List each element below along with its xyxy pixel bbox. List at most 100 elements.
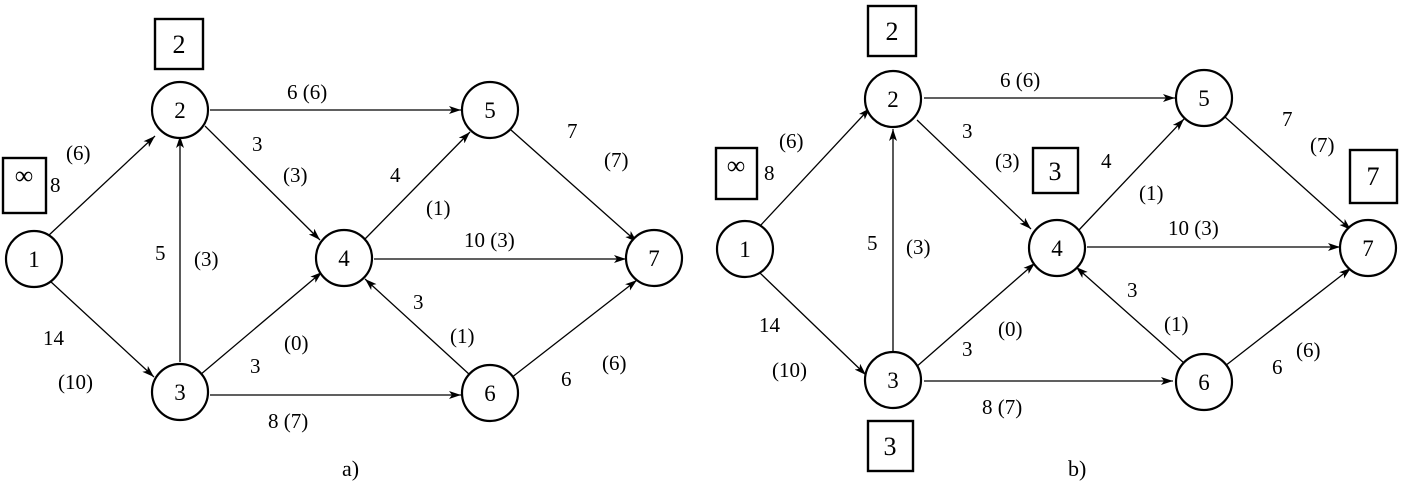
node-a-6: 6 [460, 363, 520, 423]
node-b-7-label: 7 [1362, 236, 1374, 261]
edge-b-3-4 [914, 262, 1036, 369]
node-b-1: 1 [715, 219, 775, 279]
edge-b-2-4-flow: (3) [995, 149, 1020, 173]
diagram-b: 8 (6) 14 (10) 5 (3) 6 (6) 3 (3) 3 (0) 8 … [714, 4, 1399, 481]
edge-b-5-7-capacity: 7 [1282, 107, 1293, 131]
edge-a-2-5-label: 6 (6) [287, 80, 327, 104]
edge-b-3-4-flow: (0) [998, 317, 1023, 341]
node-b-2-label: 2 [887, 87, 899, 112]
edge-a-5-7 [510, 129, 638, 243]
node-b-6-label: 6 [1198, 370, 1210, 395]
node-a-3: 3 [150, 362, 210, 422]
edge-b-6-4-flow: (1) [1164, 312, 1189, 336]
edge-b-3-2-flow: (3) [906, 235, 931, 259]
edge-b-1-2-capacity: 8 [764, 161, 775, 185]
caption-b: b) [1068, 456, 1086, 481]
node-b-4: 4 [1027, 218, 1087, 278]
edge-b-6-7-flow: (6) [1296, 338, 1321, 362]
edge-b-4-5 [1077, 118, 1185, 232]
caption-a: a) [342, 456, 359, 481]
diagram-a: 8 (6) 14 (10) 5 (3) 6 (6) 3 (3) 3 (0) 8 … [1, 17, 684, 481]
node-a-5: 5 [460, 80, 520, 140]
edge-b-3-6-label: 8 (7) [982, 395, 1022, 419]
edge-a-3-4 [199, 271, 323, 376]
node-b-5-label: 5 [1198, 86, 1210, 111]
edge-b-1-3-capacity: 14 [759, 313, 781, 337]
edge-b-5-7 [1224, 116, 1352, 231]
node-b-3: 3 [863, 350, 923, 410]
node-a-1: 1 [4, 229, 64, 289]
node-b-4-label: 4 [1051, 236, 1063, 261]
edge-a-4-7-label: 10 (3) [464, 228, 515, 252]
node-a-5-label: 5 [484, 98, 496, 123]
node-a-1-label: 1 [28, 247, 40, 272]
edge-a-1-3 [49, 280, 155, 378]
node-a-3-label: 3 [174, 380, 186, 405]
node-b-2: 2 [863, 69, 923, 129]
edge-a-2-4 [204, 125, 321, 241]
edge-a-2-4-capacity: 3 [252, 132, 263, 156]
box-b-node-2-label: 2 [886, 17, 899, 46]
node-a-7: 7 [624, 228, 684, 288]
edge-b-1-2 [759, 107, 871, 227]
edge-b-4-5-capacity: 4 [1101, 149, 1112, 173]
edge-a-1-3-capacity: 14 [43, 326, 65, 350]
box-b-node-2: 2 [866, 4, 918, 58]
edge-b-6-7 [1224, 267, 1352, 367]
node-a-7-label: 7 [648, 246, 660, 271]
edge-b-4-7-label: 10 (3) [1168, 216, 1219, 240]
node-a-6-label: 6 [484, 381, 496, 406]
node-a-2-label: 2 [174, 98, 186, 123]
edge-a-3-4-capacity: 3 [250, 354, 261, 378]
edge-a-1-2 [47, 135, 156, 237]
box-b-node-7-label: 7 [1367, 162, 1380, 191]
box-a-node-1: ∞ [1, 156, 48, 215]
box-b-node-4-label: 3 [1049, 157, 1062, 186]
box-b-node-1-label: ∞ [727, 151, 746, 180]
edge-a-5-7-flow: (7) [604, 148, 629, 172]
box-a-node-2-label: 2 [173, 30, 186, 59]
node-a-4: 4 [314, 228, 374, 288]
box-a-node-2: 2 [153, 17, 205, 71]
box-b-node-7: 7 [1348, 148, 1399, 205]
edge-b-6-4 [1075, 266, 1185, 364]
edge-b-3-2-capacity: 5 [867, 231, 878, 255]
edge-a-6-7-capacity: 6 [561, 367, 572, 391]
edge-a-6-7 [510, 279, 638, 379]
edge-a-3-2-capacity: 5 [155, 241, 166, 265]
node-b-3-label: 3 [887, 368, 899, 393]
box-a-node-1-label: ∞ [15, 161, 34, 190]
edge-a-6-4-capacity: 3 [413, 290, 424, 314]
node-b-6: 6 [1174, 352, 1234, 412]
edge-a-1-2-capacity: 8 [50, 173, 61, 197]
node-b-1-label: 1 [739, 237, 751, 262]
edge-a-1-3-flow: (10) [58, 370, 93, 394]
node-b-7: 7 [1338, 218, 1398, 278]
edge-a-6-7-flow: (6) [602, 351, 627, 375]
node-b-5: 5 [1174, 68, 1234, 128]
edge-a-6-4 [364, 278, 471, 376]
edge-b-3-4-capacity: 3 [962, 337, 973, 361]
edge-b-2-4-capacity: 3 [962, 119, 973, 143]
edge-a-3-4-flow: (0) [284, 331, 309, 355]
edge-a-4-5-flow: (1) [426, 196, 451, 220]
edge-b-1-3-flow: (10) [772, 358, 807, 382]
edge-a-2-4-flow: (3) [283, 163, 308, 187]
edge-b-2-4 [916, 119, 1032, 230]
node-a-2: 2 [150, 80, 210, 140]
edge-a-1-2-flow: (6) [66, 141, 91, 165]
box-b-node-4: 3 [1031, 146, 1080, 195]
box-b-node-3-label: 3 [884, 432, 897, 461]
edge-b-5-7-flow: (7) [1310, 133, 1335, 157]
box-b-node-3: 3 [866, 419, 915, 473]
edge-b-1-2-flow: (6) [779, 129, 804, 153]
edge-b-1-3 [759, 272, 867, 376]
edge-a-6-4-flow: (1) [450, 324, 475, 348]
edge-b-4-5-flow: (1) [1139, 181, 1164, 205]
edge-a-3-2-flow: (3) [194, 247, 219, 271]
edge-a-5-7-capacity: 7 [567, 119, 578, 143]
edge-a-4-5-capacity: 4 [390, 163, 401, 187]
node-a-4-label: 4 [338, 246, 350, 271]
